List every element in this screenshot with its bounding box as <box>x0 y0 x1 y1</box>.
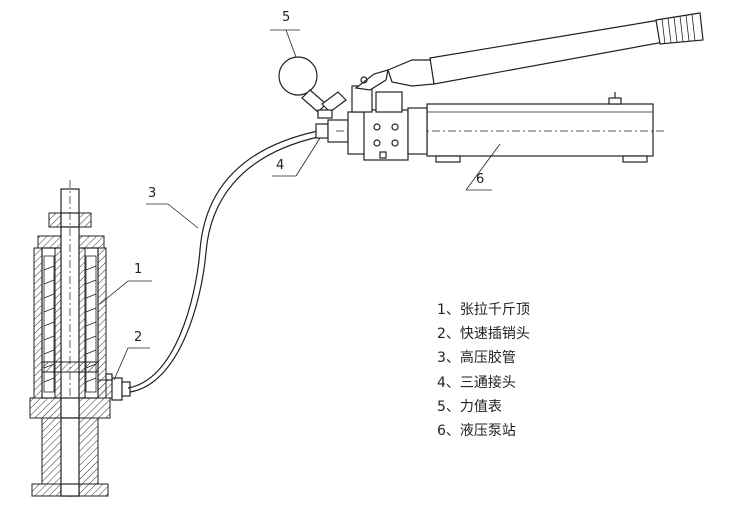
legend-item: 3、高压胶管 <box>437 350 516 367</box>
legend-item: 5、力值表 <box>437 398 502 415</box>
leader-lines <box>99 29 501 381</box>
legend-item: 2、快速插销头 <box>437 326 530 343</box>
pressure-gauge <box>278 56 347 119</box>
callout-6: 6 <box>476 172 485 187</box>
callout-5: 5 <box>282 10 291 25</box>
tension-jack <box>29 180 111 500</box>
legend-item: 6、液压泵站 <box>437 423 516 440</box>
callout-1: 1 <box>134 262 143 277</box>
callout-3: 3 <box>148 186 157 201</box>
legend-item: 4、三通接头 <box>437 374 516 391</box>
callout-2: 2 <box>134 330 143 345</box>
callout-4: 4 <box>276 158 285 173</box>
parts-legend: 1、张拉千斤顶 2、快速插销头 3、高压胶管 4、三通接头 5、力值表 6、液压… <box>437 298 530 443</box>
legend-item: 1、张拉千斤顶 <box>437 302 530 318</box>
pump-station <box>336 12 704 163</box>
high-pressure-hose <box>127 130 319 393</box>
quick-connector <box>97 373 131 401</box>
